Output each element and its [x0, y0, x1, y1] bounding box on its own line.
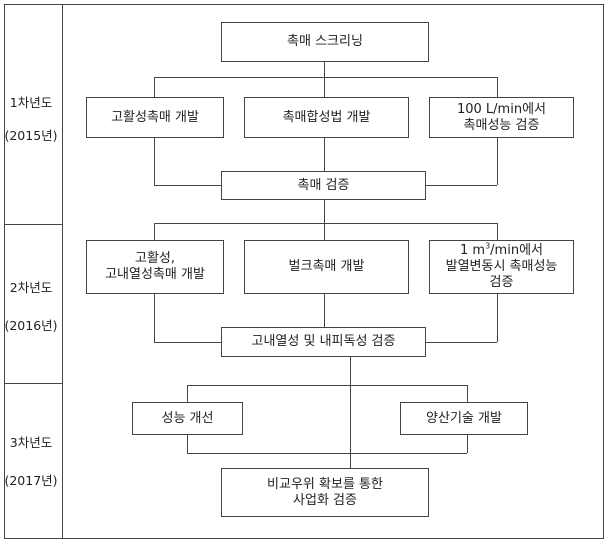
- box-label: 고활성촉매 개발: [111, 109, 199, 125]
- box-label: 양산기술 개발: [426, 410, 502, 426]
- phase-divider-2: [4, 383, 62, 384]
- box-label: 촉매 검증: [297, 177, 350, 193]
- box-label-line3: 검증: [489, 275, 514, 290]
- connector: [187, 453, 467, 454]
- performance-improvement-box: 성능 개선: [132, 402, 243, 435]
- connector: [324, 294, 325, 327]
- bulk-catalyst-box: 벌크촉매 개발: [244, 240, 409, 294]
- box-label: 고내열성 및 내피독성 검증: [251, 334, 396, 349]
- phase-1-year: 1차년도: [9, 95, 53, 110]
- connector: [154, 185, 221, 186]
- box-label-line2: 발열변동시 촉매성능: [445, 259, 558, 274]
- connector: [154, 342, 221, 343]
- connector: [324, 200, 325, 240]
- connector: [154, 294, 155, 342]
- connector: [350, 357, 351, 468]
- box-label-line2: 촉매성능 검증: [463, 117, 540, 133]
- connector: [187, 385, 188, 402]
- phase-3-period: (2017년): [4, 473, 58, 488]
- box-label: 성능 개선: [161, 410, 214, 426]
- catalyst-synthesis-box: 촉매합성법 개발: [244, 97, 409, 138]
- commercialization-verification-box: 비교우위 확보를 통한 사업화 검증: [221, 468, 429, 517]
- superscript-3: 3: [485, 241, 491, 251]
- box-label-line1: 고활성,: [134, 251, 175, 266]
- connector: [154, 77, 497, 78]
- flow-suffix: /min에서: [490, 243, 543, 258]
- phase-1-period: (2015년): [4, 128, 58, 143]
- heat-resistant-catalyst-box: 고활성, 고내열성촉매 개발: [86, 240, 224, 294]
- connector: [154, 77, 155, 97]
- box-label: 촉매 스크리닝: [287, 34, 363, 49]
- connector: [497, 138, 498, 185]
- connector: [154, 223, 155, 240]
- heat-poison-verification-box: 고내열성 및 내피독성 검증: [221, 327, 426, 357]
- box-label-line1: 100 L/min에서: [456, 101, 546, 117]
- flow-prefix: 1 m: [460, 243, 486, 258]
- connector: [154, 138, 155, 185]
- connector: [467, 385, 468, 402]
- year-column-divider: [62, 4, 63, 539]
- phase-2-year: 2차년도: [9, 280, 53, 295]
- high-activity-catalyst-box: 고활성촉매 개발: [86, 97, 224, 138]
- connector: [426, 185, 497, 186]
- phase-2-period: (2016년): [4, 318, 58, 333]
- phase-divider-1: [4, 224, 62, 225]
- box-label-line2: 고내열성촉매 개발: [105, 267, 205, 282]
- connector: [426, 342, 497, 343]
- box-label-line1: 비교우위 확보를 통한: [267, 476, 383, 492]
- box-label: 촉매합성법 개발: [282, 109, 371, 125]
- box-label-line1: 1 m3/min에서: [460, 241, 543, 259]
- outer-frame: [4, 4, 604, 539]
- connector: [497, 77, 498, 97]
- connector: [467, 435, 468, 453]
- connector: [324, 138, 325, 171]
- catalyst-screening-box: 촉매 스크리닝: [221, 22, 429, 62]
- connector: [187, 435, 188, 453]
- mass-production-box: 양산기술 개발: [400, 402, 528, 435]
- connector: [497, 223, 498, 240]
- performance-1m3-box: 1 m3/min에서 발열변동시 촉매성능 검증: [429, 240, 574, 294]
- connector: [497, 294, 498, 342]
- catalyst-verification-box: 촉매 검증: [221, 171, 426, 200]
- phase-3-year: 3차년도: [9, 435, 53, 450]
- connector: [154, 223, 497, 224]
- performance-100-box: 100 L/min에서 촉매성능 검증: [429, 97, 574, 138]
- connector: [324, 62, 325, 97]
- box-label: 벌크촉매 개발: [288, 259, 365, 274]
- box-label-line2: 사업화 검증: [293, 492, 357, 508]
- connector: [187, 385, 467, 386]
